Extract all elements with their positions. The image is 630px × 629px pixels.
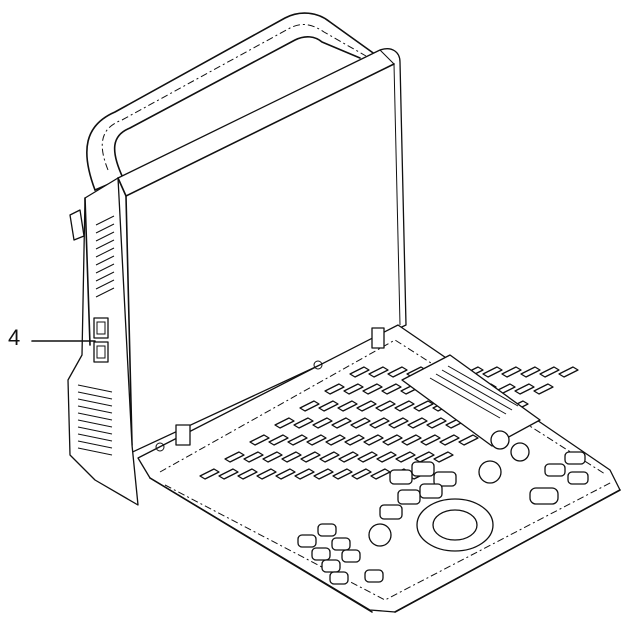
keyboard-key	[293, 417, 314, 429]
keyboard-key	[394, 400, 415, 412]
keyboard-key	[199, 468, 220, 480]
screw-left	[155, 442, 165, 452]
keyboard-key	[351, 468, 372, 480]
display-monitor	[117, 48, 407, 456]
keyboard-key	[262, 451, 283, 463]
keyboard-key	[256, 468, 277, 480]
tgc-slider-bank	[401, 354, 541, 462]
keyboard-key	[337, 400, 358, 412]
keyboard-key	[387, 366, 408, 378]
keyboard-key	[287, 434, 308, 446]
keyboard-key	[356, 400, 377, 412]
keyboard-key	[414, 451, 435, 463]
keyboard-key	[363, 434, 384, 446]
side-clip	[69, 209, 85, 241]
keyboard-key	[539, 366, 560, 378]
rotary-knob-right	[478, 460, 502, 484]
screw-right	[313, 360, 323, 370]
keyboard-key	[482, 366, 503, 378]
keyboard-key	[344, 434, 365, 446]
callout-label-4: 4	[8, 325, 21, 350]
keyboard-key	[375, 400, 396, 412]
keyboard-key	[281, 451, 302, 463]
keyboard-key	[357, 451, 378, 463]
keyboard-key	[433, 451, 454, 463]
keyboard-key	[243, 451, 264, 463]
keyboard-key	[401, 434, 422, 446]
keyboard-key	[349, 366, 370, 378]
depth-knob	[510, 442, 530, 462]
keyboard-key	[501, 366, 522, 378]
lower-vent-grille	[77, 384, 113, 456]
keyboard-key	[313, 468, 334, 480]
keyboard-key	[306, 434, 327, 446]
keyboard-key	[224, 451, 245, 463]
function-keys-left	[297, 523, 384, 585]
side-port-group	[93, 317, 109, 363]
trackball-cluster	[368, 451, 589, 552]
keyboard-key	[514, 383, 535, 395]
keyboard-key	[312, 417, 333, 429]
keyboard-key	[319, 451, 340, 463]
side-chassis	[67, 177, 139, 506]
keyboard-key	[376, 451, 397, 463]
keyboard-key	[249, 434, 270, 446]
keyboard-key	[325, 434, 346, 446]
keyboard-key	[350, 417, 371, 429]
keyboard-key	[343, 383, 364, 395]
keyboard-key	[324, 383, 345, 395]
trackball	[432, 509, 478, 541]
keyboard-key	[520, 366, 541, 378]
rotary-knob-left	[368, 523, 392, 547]
keyboard-key	[318, 400, 339, 412]
keyboard-key	[395, 451, 416, 463]
keyboard-key	[420, 434, 441, 446]
keyboard-key	[413, 400, 434, 412]
keyboard-key	[331, 417, 352, 429]
hinge-bracket-left	[175, 424, 191, 446]
keyboard-key	[338, 451, 359, 463]
keyboard-key	[382, 434, 403, 446]
keyboard-key	[533, 383, 554, 395]
keyboard-key	[218, 468, 239, 480]
keyboard-key	[369, 417, 390, 429]
keyboard-key	[381, 383, 402, 395]
keyboard-key	[407, 417, 428, 429]
keyboard-key	[332, 468, 353, 480]
keyboard-key	[237, 468, 258, 480]
keyboard-key	[300, 451, 321, 463]
keyboard-key	[426, 417, 447, 429]
keyboard-key	[274, 417, 295, 429]
keyboard-key	[458, 434, 479, 446]
keyboard-key	[439, 434, 460, 446]
keyboard-key	[294, 468, 315, 480]
keyboard-key	[362, 383, 383, 395]
hinge-bracket-right	[371, 327, 385, 349]
keyboard-key	[299, 400, 320, 412]
keyboard-key	[268, 434, 289, 446]
gain-knob	[490, 430, 510, 450]
keyboard-key	[368, 366, 389, 378]
keyboard-key	[558, 366, 579, 378]
upper-vent-grille	[95, 215, 115, 298]
keyboard-key	[275, 468, 296, 480]
keyboard-key	[388, 417, 409, 429]
